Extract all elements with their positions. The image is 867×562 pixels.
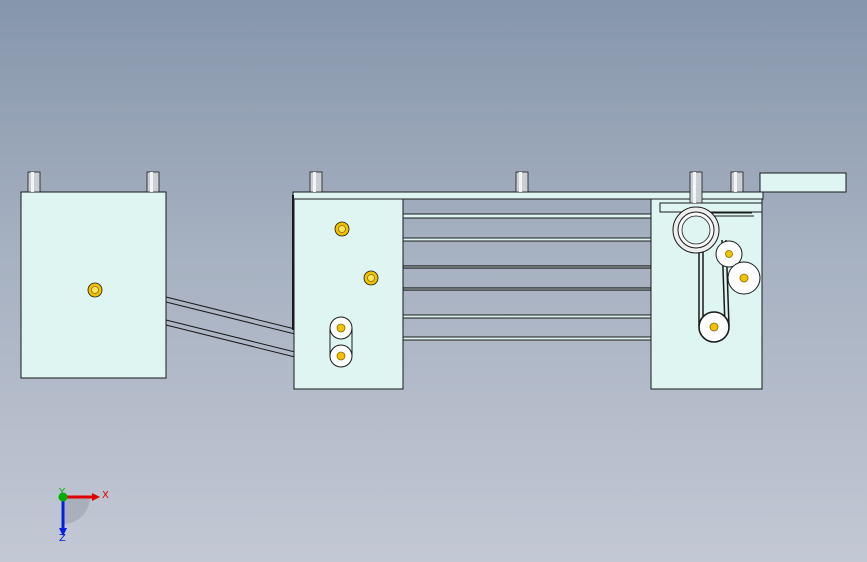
- belt-drive: [672, 206, 761, 343]
- guide-rod: [402, 213, 652, 219]
- idler-pulley: [698, 311, 730, 343]
- right-top-plate: [659, 202, 763, 213]
- right-block-pin: [689, 171, 703, 204]
- z-axis-label: Z: [59, 533, 66, 544]
- diagonal-rod: [165, 319, 296, 358]
- drive-pulley: [672, 206, 720, 254]
- guide-rod: [402, 314, 652, 319]
- diagonal-rod: [165, 296, 296, 335]
- right-arm-bracket[interactable]: [759, 172, 847, 193]
- guide-rod: [402, 287, 652, 291]
- guide-rod: [402, 336, 652, 341]
- pulley-pair: [329, 316, 353, 368]
- screw-icon: [87, 282, 103, 298]
- left-block-pin: [27, 171, 41, 193]
- y-axis-label: Y: [58, 487, 66, 498]
- x-axis-label: X: [102, 490, 109, 501]
- rail-pin: [730, 171, 744, 193]
- rail-pin: [515, 171, 529, 193]
- screw-icon: [334, 221, 350, 237]
- screw-icon: [363, 270, 379, 286]
- guide-rod: [402, 237, 652, 242]
- idler-pulley: [715, 240, 743, 268]
- coordinate-triad-icon: X Y Z: [58, 487, 109, 544]
- left-block[interactable]: [20, 171, 167, 379]
- left-block-pin: [146, 171, 160, 193]
- rail-pin: [309, 171, 323, 193]
- idler-pulley: [727, 261, 761, 295]
- middle-block[interactable]: [293, 198, 404, 390]
- guide-rod: [402, 265, 652, 269]
